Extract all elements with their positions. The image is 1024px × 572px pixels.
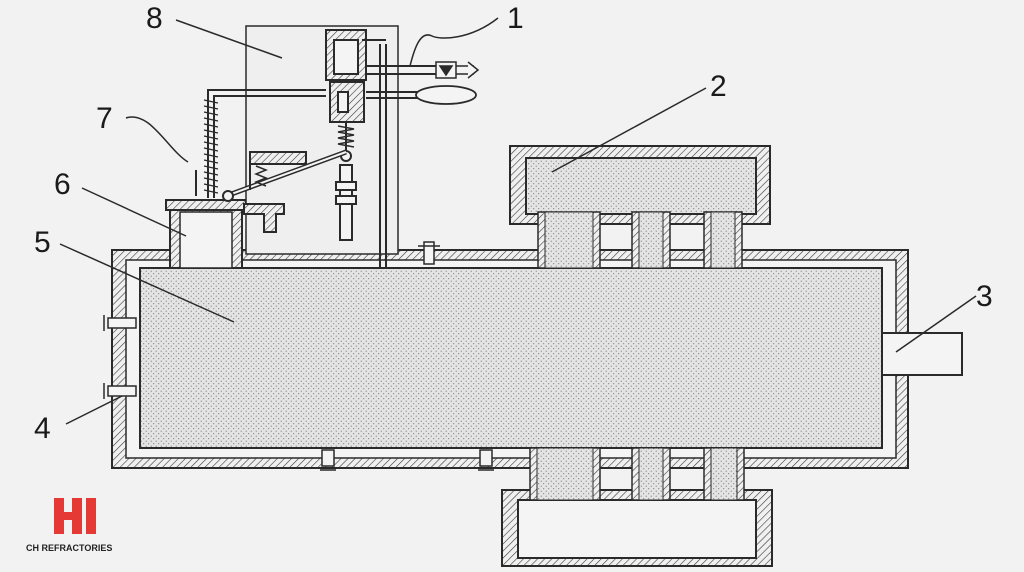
- leader-lines: [59, 17, 977, 425]
- label-3: 3: [976, 280, 993, 313]
- bottom-tank: [501, 489, 773, 567]
- label-5: 5: [34, 226, 51, 259]
- nozzle-bulb: [415, 85, 477, 105]
- outlet-port: [881, 332, 963, 376]
- feed-hopper: [165, 199, 247, 269]
- label-7: 7: [96, 102, 113, 135]
- vessel-chamber: [139, 267, 883, 449]
- valve: [435, 61, 480, 79]
- label-4: 4: [34, 412, 51, 445]
- label-1: 1: [507, 2, 524, 35]
- bottom-connecting-pipes: [529, 447, 745, 501]
- top-connecting-pipes: [537, 211, 743, 269]
- label-6: 6: [54, 168, 71, 201]
- label-8: 8: [146, 2, 163, 35]
- vibrator-coil: [203, 99, 219, 194]
- company-logo: CH REFRACTORIES: [26, 498, 112, 553]
- label-2: 2: [710, 70, 727, 103]
- main-vessel: [111, 249, 909, 469]
- bottom-tank-interior: [517, 499, 757, 559]
- actuator-mechanism: [195, 29, 440, 268]
- logo-mark-icon: [54, 498, 96, 534]
- bottom-ports: [320, 449, 494, 471]
- logo-name: CH REFRACTORIES: [26, 543, 112, 553]
- top-tank: [509, 145, 771, 225]
- top-port: [418, 241, 440, 265]
